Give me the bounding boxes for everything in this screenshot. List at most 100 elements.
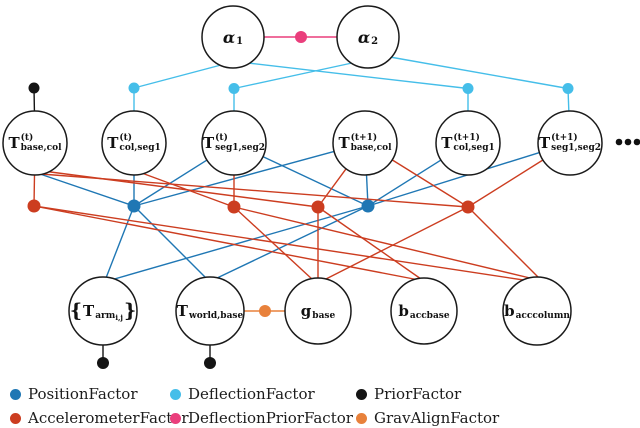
- node-alpha1: [201, 5, 265, 69]
- edge-position-t1-c6: [367, 151, 540, 207]
- node-c6: [537, 110, 603, 176]
- label-subsup: (t)base,col: [21, 133, 62, 153]
- edge-accel-4-c4: [391, 159, 469, 208]
- factor-dot-deflection-b: [228, 83, 240, 94]
- label-part-sub: accbase: [409, 311, 450, 321]
- label-part-sub: world,base: [188, 311, 244, 321]
- label-subsup: base: [312, 301, 335, 321]
- label-part-mainsym: b: [398, 301, 409, 320]
- edge-position-t1-tworld: [214, 205, 369, 280]
- label-subsup: world,base: [189, 301, 243, 321]
- edge-accel-4-bacccol: [467, 206, 542, 281]
- factor-dot-accel-3: [311, 200, 325, 214]
- ellipsis-dot: [615, 138, 623, 146]
- edge-accel-2-bacccol: [233, 206, 535, 280]
- edge-accel-4-gbase: [323, 206, 469, 281]
- node-label-tworld: T world,base: [177, 301, 243, 321]
- label-part-sup: [95, 301, 123, 311]
- factor-dot-grav-align: [259, 305, 271, 317]
- factor-dot-position-t: [127, 199, 141, 213]
- label-part-brace: {: [69, 299, 83, 322]
- node-c5: [435, 110, 501, 176]
- label-part-sup: (t): [20, 133, 34, 143]
- node-baccbase: [390, 277, 458, 345]
- edge-position-t1-c5: [367, 159, 442, 207]
- label-part-sup: (t): [215, 133, 228, 143]
- node-label-gbase: g base: [301, 301, 335, 321]
- edge-deflection-c-alpha1: [247, 62, 469, 90]
- factor-dot-accel-1: [27, 199, 41, 213]
- label-part-brace: }: [123, 299, 137, 322]
- factor-dot-deflection-a: [128, 82, 140, 94]
- label-part-sub: base,col: [20, 143, 62, 153]
- label-part-sup: (t+1): [551, 133, 578, 143]
- label-subsup: 2: [371, 27, 378, 47]
- label-part-sub2: i,j: [115, 313, 123, 322]
- node-alpha2: [336, 5, 400, 69]
- label-part-mainsym: T: [176, 301, 188, 320]
- label-part-mainsym: α: [357, 27, 371, 47]
- factor-dot-position-t1: [361, 199, 375, 213]
- factor-dot-accel-4: [461, 200, 475, 214]
- node-label-c4: T(t+1)base,col: [338, 133, 391, 153]
- label-part-sup: [312, 301, 335, 311]
- label-part-mainsym: T: [338, 133, 350, 152]
- node-label-alpha1: α 1: [223, 27, 243, 47]
- label-subsup: (t)col,seg1: [119, 133, 160, 153]
- edge-deflection-a-alpha1: [133, 64, 222, 89]
- label-part-sub: armi,j: [95, 311, 123, 322]
- label-part-mainsym: b: [504, 301, 515, 320]
- node-label-alpha2: α 2: [358, 27, 378, 47]
- edge-position-t-c1: [39, 173, 135, 207]
- label-part-sup: (t): [119, 133, 133, 143]
- node-c4: [332, 110, 398, 176]
- edge-position-t-tarm: [105, 205, 135, 279]
- node-c2: [101, 110, 167, 176]
- node-label-c1: T(t)base,col: [8, 133, 61, 153]
- ellipsis-dot: [633, 138, 640, 146]
- edge-deflection-b-alpha2: [233, 62, 353, 90]
- node-c1: [2, 110, 68, 176]
- edge-position-t1-tarm: [110, 205, 369, 281]
- label-part-mainsym: T: [8, 133, 20, 152]
- label-part-sup: (t+1): [350, 133, 378, 143]
- edge-accel-3-baccbase: [317, 206, 422, 280]
- label-part-mainsym: T: [107, 133, 119, 152]
- label-part-mainsym: g: [300, 301, 312, 320]
- edge-accel-2-gbase: [233, 206, 314, 281]
- factor-dot-deflection-prior: [295, 31, 307, 43]
- factor-dot-accel-2: [227, 200, 241, 214]
- label-subsup: (t)seg1,seg2: [215, 133, 265, 153]
- ellipsis-dot: [624, 138, 632, 146]
- node-bacccol: [502, 276, 572, 346]
- label-subsup: (t+1)base,col: [351, 133, 392, 153]
- label-part-sub: seg1,seg2: [551, 143, 602, 153]
- label-part-sup: [410, 301, 450, 311]
- edge-accel-4-c1: [40, 173, 469, 208]
- label-subsup: (t+1)seg1,seg2: [551, 133, 601, 153]
- edge-position-t-tworld: [133, 205, 207, 279]
- label-part-sub: col,seg1: [119, 143, 161, 153]
- edge-accel-3-c4: [317, 168, 347, 208]
- label-part-sup: [189, 301, 243, 311]
- factor-dot-deflection-c: [462, 83, 474, 94]
- label-part-mainsym: T: [83, 301, 95, 320]
- label-part-sub: 1: [236, 36, 244, 47]
- label-part-sub: col,seg1: [453, 143, 495, 153]
- label-part-mainsym: T: [538, 133, 551, 152]
- node-label-c5: T(t+1)col,seg1: [441, 133, 495, 153]
- label-part-sub: acccolumn: [515, 311, 570, 321]
- label-subsup: accbase: [410, 301, 450, 321]
- edge-accel-1-bacccol: [33, 205, 531, 282]
- factor-dot-prior-t: [28, 82, 40, 94]
- label-part-sub: seg1,seg2: [215, 143, 266, 153]
- node-label-bacccol: b acccolumn: [504, 301, 570, 321]
- factor-dot-prior-world: [204, 357, 216, 369]
- node-label-tarm: {T armi,j}: [69, 299, 137, 322]
- label-part-sub: 2: [371, 36, 379, 47]
- label-part-sub: base,col: [350, 143, 392, 153]
- label-subsup: (t+1)col,seg1: [453, 133, 494, 153]
- node-gbase: [284, 277, 352, 345]
